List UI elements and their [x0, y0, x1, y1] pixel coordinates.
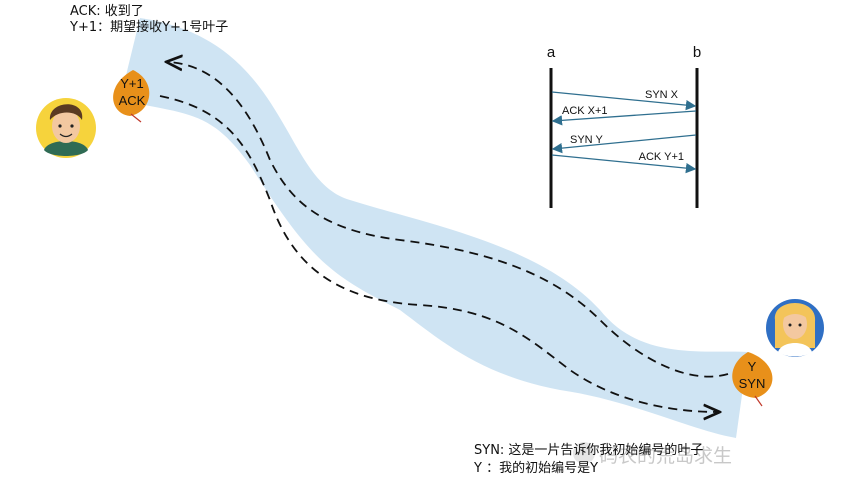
msg-syn-x-label: SYN X	[645, 89, 679, 101]
leaf-syn-line1: Y	[748, 359, 757, 374]
syn-legend-line2: Y ：我的初始编号是Y	[474, 461, 599, 476]
river-band	[120, 18, 748, 438]
msg-ack-x1-label: ACK X+1	[562, 105, 608, 117]
watermark-text: 码农的荒岛求生	[599, 445, 733, 467]
syn-legend-line1: SYN: 这是一片告诉你我初始编号的叶子	[474, 443, 704, 458]
msg-syn-y-label: SYN Y	[570, 134, 603, 146]
ack-dashed-path	[168, 62, 729, 378]
leaf-ack-line2: ACK	[119, 93, 146, 108]
msg-ack-x1-arrow	[551, 110, 697, 126]
woman-avatar	[766, 299, 824, 357]
leaf-ack-line1: Y+1	[120, 76, 144, 91]
ack-legend-line2: Y+1：期望接收Y+1号叶子	[70, 20, 229, 35]
msg-ack-y1-arrow	[551, 154, 697, 174]
endpoint-b-label: b	[693, 44, 701, 61]
syn-dashed-path	[159, 95, 718, 412]
leaf-ack: Y+1 ACK	[113, 70, 150, 123]
endpoint-a-label: a	[547, 44, 556, 61]
leaf-syn-shape	[732, 352, 773, 398]
watermark-logo-icon	[573, 442, 595, 464]
leaf-ack-shape	[113, 70, 150, 116]
ack-legend-line1: ACK: 收到了	[70, 4, 144, 19]
leaf-syn-line2: SYN	[739, 376, 766, 391]
man-avatar	[36, 98, 96, 158]
msg-syn-y-arrow	[551, 134, 697, 154]
leaf-syn: Y SYN	[732, 352, 773, 407]
msg-syn-x-arrow	[551, 91, 697, 111]
msg-ack-y1-label: ACK Y+1	[639, 151, 684, 163]
sequence-diagram: a b SYN X ACK X+1 SYN Y ACK Y+1	[547, 44, 701, 208]
